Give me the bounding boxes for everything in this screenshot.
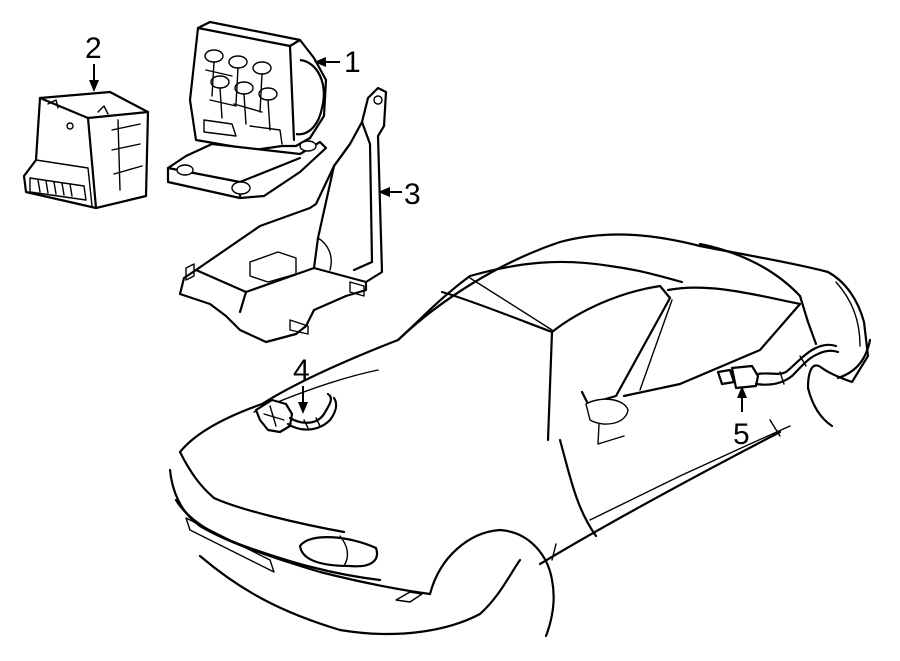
callout-5: 5 xyxy=(733,386,750,451)
callout-1: 1 xyxy=(314,46,361,79)
callout-4: 4 xyxy=(293,354,310,414)
callout-2-label: 2 xyxy=(85,32,102,65)
part-3-bracket[interactable] xyxy=(178,86,388,344)
callout-3: 3 xyxy=(378,178,421,211)
callout-2: 2 xyxy=(85,32,102,92)
part-5-rear-wheel-speed-sensor[interactable] xyxy=(716,343,840,390)
part-4-front-wheel-speed-sensor[interactable] xyxy=(254,392,338,434)
callout-4-label: 4 xyxy=(293,354,310,387)
part-1-modulator-assembly[interactable] xyxy=(166,20,328,200)
vehicle-body xyxy=(168,233,872,638)
callout-3-label: 3 xyxy=(404,178,421,211)
callout-1-label: 1 xyxy=(344,46,361,79)
part-2-control-module[interactable] xyxy=(22,90,150,210)
callout-5-label: 5 xyxy=(733,418,750,451)
